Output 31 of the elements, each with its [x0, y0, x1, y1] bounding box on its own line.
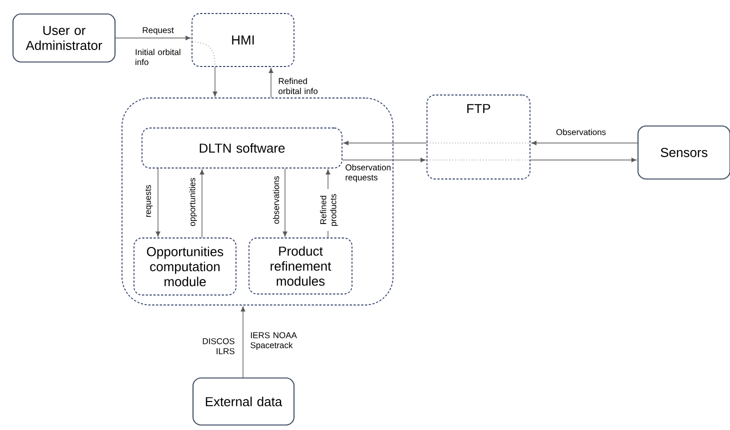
arrow — [282, 168, 288, 237]
process-box: DLTN software — [142, 128, 342, 168]
edge-label: Refined products — [319, 189, 339, 231]
flow-label: Initial orbital info — [136, 48, 180, 66]
arrow — [115, 36, 191, 40]
arrow — [268, 68, 274, 98]
flow-label: IERS NOAA Spacetrack — [250, 332, 297, 350]
process-box: Opportunities computation module — [134, 238, 236, 296]
arrow — [343, 140, 427, 146]
process-box: External data — [192, 377, 295, 426]
edge-label: Refined orbital info — [277, 76, 326, 96]
arrow — [240, 306, 246, 378]
group-box — [122, 98, 394, 306]
arrow — [342, 158, 426, 162]
edge-label: Observations — [554, 128, 608, 136]
edge-label: Request — [141, 26, 175, 36]
process-box: Sensors — [637, 125, 730, 180]
edge-label: opportunities — [188, 176, 198, 228]
arrow — [530, 158, 636, 162]
process-box: User or Administrator — [12, 13, 116, 63]
edge-label: observations — [272, 174, 280, 226]
arrow — [212, 66, 218, 97]
edge-label: Observation requests — [344, 163, 392, 184]
arrow — [156, 168, 160, 237]
flow-label: DISCOS ILRS — [202, 338, 234, 354]
arrow — [200, 169, 204, 238]
arrow — [531, 140, 638, 146]
edge-label: requests — [144, 184, 154, 218]
process-box: HMI — [192, 13, 294, 67]
process-box: Product refinement modules — [248, 238, 352, 294]
process-box: FTP — [426, 94, 530, 180]
